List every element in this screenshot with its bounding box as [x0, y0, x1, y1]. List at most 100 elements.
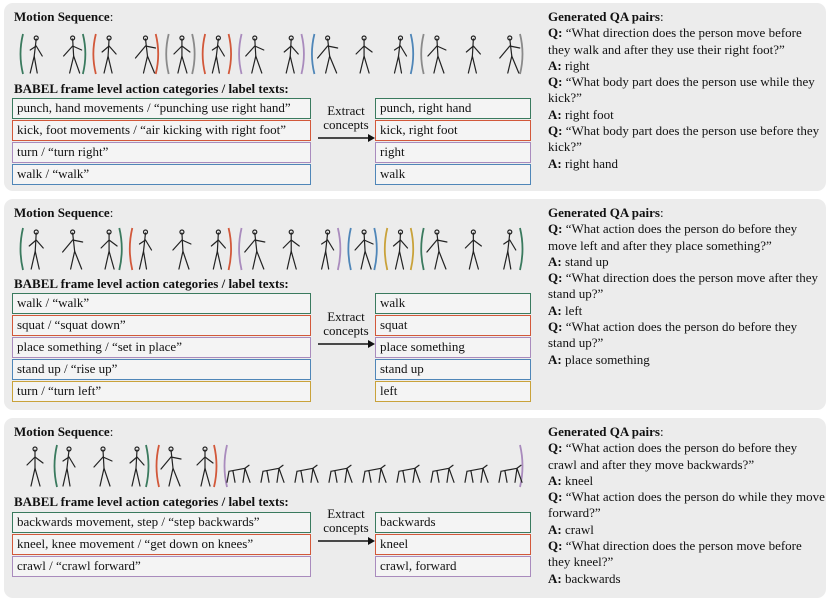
babel-heading: BABEL frame level action categories / la…	[14, 81, 289, 96]
stick-figure	[465, 35, 481, 74]
stick-figure	[283, 35, 299, 74]
stick-figure	[173, 35, 191, 74]
qa-title: Generated QA pairs:	[548, 205, 664, 220]
stick-figure	[355, 35, 373, 74]
stick-figure	[392, 229, 409, 270]
stick-figure	[362, 464, 387, 483]
stick-figure	[196, 446, 214, 487]
question: Q: “What action does the person do while…	[548, 489, 825, 521]
stick-figure	[129, 446, 145, 487]
right-arrow-icon	[318, 134, 375, 142]
group-bracket-left	[128, 227, 134, 271]
answer: A: left	[548, 302, 583, 318]
group-bracket-left	[201, 33, 207, 75]
group-bracket-left	[238, 227, 243, 271]
group-bracket-left	[223, 444, 228, 488]
concept-box-4: walk	[375, 164, 531, 185]
stick-figure	[464, 464, 489, 483]
stick-figure	[93, 446, 113, 487]
stick-figure	[62, 446, 76, 487]
stick-figure	[430, 464, 455, 483]
group-bracket-left	[53, 444, 58, 488]
label-box-4: stand up / “rise up”	[12, 359, 311, 380]
group-bracket-right	[336, 227, 342, 271]
stick-figure	[499, 35, 521, 74]
motion-sequence-heading: Motion Sequence:	[14, 205, 114, 220]
stick-figure	[260, 464, 285, 483]
example-panel-2: Motion Sequence: BABEL frame level actio…	[4, 199, 826, 410]
concept-box-3: place something	[375, 337, 531, 358]
answer: A: right hand	[548, 155, 619, 171]
question: Q: “What action does the person do befor…	[548, 221, 798, 253]
stick-figure	[503, 229, 517, 270]
motion-sequence-strip	[19, 33, 524, 75]
stick-figure	[396, 464, 421, 483]
group-bracket-left	[420, 227, 425, 271]
stick-figure	[160, 446, 182, 487]
group-bracket-left	[420, 33, 425, 75]
extract-concepts-arrow: Extract concepts	[316, 310, 376, 353]
answer: A: backwards	[548, 570, 621, 586]
stick-figure	[138, 229, 153, 270]
stick-figure	[317, 35, 339, 74]
question: Q: “What direction does the person move …	[548, 25, 802, 57]
right-arrow-icon	[318, 537, 375, 545]
group-bracket-right	[227, 33, 232, 75]
label-box-2: kneel, knee movement / “get down on knee…	[12, 534, 311, 555]
example-panel-3: Motion Sequence: BABEL frame level actio…	[4, 418, 826, 598]
stick-figure	[134, 35, 157, 74]
concept-box-2: squat	[375, 315, 531, 336]
stick-figure	[498, 464, 523, 483]
group-bracket-right	[154, 33, 160, 75]
question: Q: “What direction does the person move …	[548, 538, 802, 570]
group-bracket-left	[165, 33, 170, 75]
group-bracket-right	[81, 33, 87, 75]
motion-sequence-heading: Motion Sequence:	[14, 9, 114, 24]
concept-box-3: crawl, forward	[375, 556, 531, 577]
stick-figure	[26, 446, 44, 487]
babel-heading: BABEL frame level action categories / la…	[14, 276, 289, 291]
stick-figure	[328, 464, 353, 483]
answer: A: right	[548, 57, 590, 73]
label-box-1: backwards movement, step / “step backwar…	[12, 512, 311, 533]
motion-sequence-strip	[19, 227, 524, 271]
concept-box-2: kneel	[375, 534, 531, 555]
concept-box-4: stand up	[375, 359, 531, 380]
group-bracket-left	[19, 33, 24, 75]
label-box-1: walk / “walk”	[12, 293, 311, 314]
group-bracket-right	[373, 227, 378, 271]
label-box-4: walk / “walk”	[12, 164, 311, 185]
group-bracket-left	[383, 227, 389, 271]
group-bracket-right	[145, 444, 150, 488]
stick-figure	[101, 35, 117, 74]
answer: A: kneel	[548, 472, 594, 488]
stick-figure	[354, 229, 374, 270]
group-bracket-right	[213, 444, 218, 488]
stick-figure	[172, 229, 192, 270]
stick-figure	[245, 35, 265, 74]
label-box-2: squat / “squat down”	[12, 315, 311, 336]
label-box-1: punch, hand movements / “punching use ri…	[12, 98, 311, 119]
label-box-3: turn / “turn right”	[12, 142, 311, 163]
label-box-5: turn / “turn left”	[12, 381, 311, 402]
group-bracket-right	[118, 227, 123, 271]
concept-box-1: walk	[375, 293, 531, 314]
concept-box-1: backwards	[375, 512, 531, 533]
group-bracket-right	[227, 227, 232, 271]
stick-figure	[426, 229, 448, 270]
question: Q: “What action does the person do befor…	[548, 319, 798, 351]
stick-figure	[63, 35, 83, 74]
stick-figure	[29, 35, 43, 74]
stick-figure	[282, 229, 300, 270]
example-panel-1: Motion Sequence: BABEL frame level actio…	[4, 3, 826, 191]
group-bracket-left	[311, 33, 316, 75]
label-box-3: place something / “set in place”	[12, 337, 311, 358]
answer: A: place something	[548, 351, 650, 367]
stick-figure	[100, 229, 118, 270]
group-bracket-left	[347, 227, 352, 271]
stick-figure	[393, 35, 408, 74]
group-bracket-right	[519, 444, 524, 488]
group-bracket-right	[409, 227, 415, 271]
group-bracket-left	[155, 444, 160, 488]
extract-concepts-arrow: Extract concepts	[316, 104, 376, 147]
